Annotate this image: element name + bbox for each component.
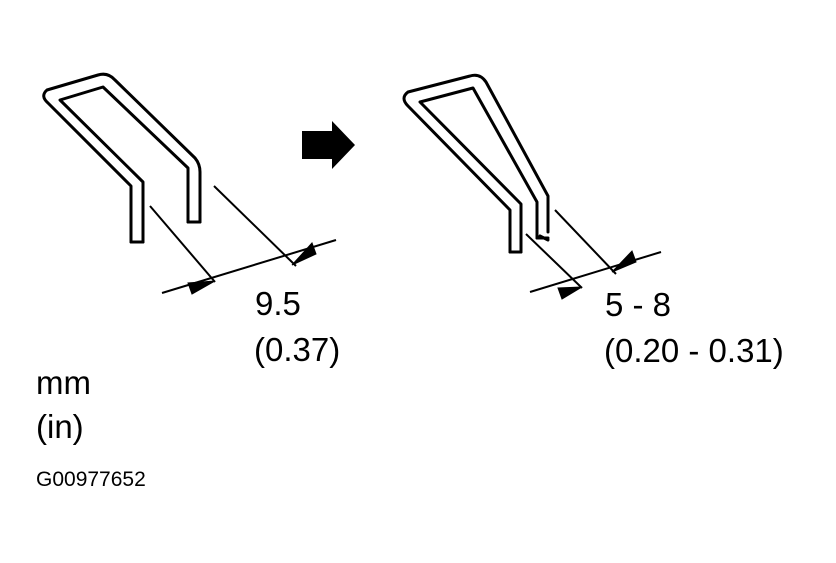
spring-after-inner xyxy=(418,86,539,254)
unit-label-in: (in) xyxy=(36,408,84,445)
dimension-before-in: (0.37) xyxy=(254,331,341,368)
dimension-after xyxy=(525,209,662,300)
dimension-after-mm: 5 - 8 xyxy=(605,286,672,323)
dimension-before-mm: 9.5 xyxy=(255,285,301,322)
spring-before xyxy=(42,72,202,244)
right-arrow-icon xyxy=(302,121,355,169)
extension-line-after-1 xyxy=(525,233,583,289)
dimension-before xyxy=(149,185,337,295)
spring-after-outer xyxy=(402,73,550,254)
dimension-arrowhead-before-2 xyxy=(291,242,317,266)
dimension-line-after xyxy=(529,251,662,293)
unit-label-mm: mm xyxy=(36,364,91,401)
spring-before-inner xyxy=(58,85,190,244)
extension-line-before-1 xyxy=(149,205,216,283)
extension-line-after-2 xyxy=(554,209,617,275)
spring-before-ends xyxy=(129,220,202,244)
spring-after xyxy=(402,73,550,254)
dimension-arrowhead-after-1 xyxy=(557,286,583,300)
figure-id: G00977652 xyxy=(36,468,146,491)
spring-after-ends xyxy=(508,234,550,254)
dimension-arrowhead-after-2 xyxy=(611,250,637,273)
dimension-after-in: (0.20 - 0.31) xyxy=(604,332,784,369)
extension-line-before-2 xyxy=(213,185,297,267)
spring-before-outer xyxy=(42,72,202,244)
dimension-arrowhead-before-1 xyxy=(187,280,216,295)
